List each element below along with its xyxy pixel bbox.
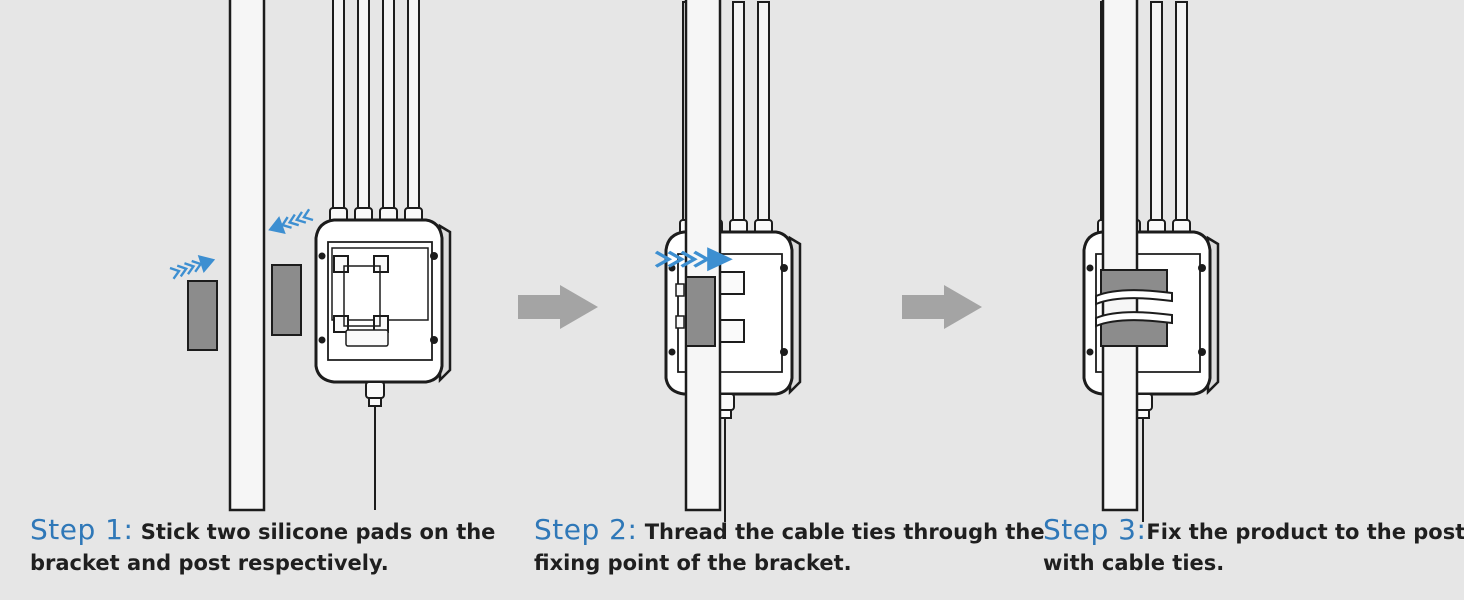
step-2-caption: Step 2: Thread the cable ties through th… (534, 514, 1045, 579)
motion-arrow-icon (167, 249, 220, 284)
step-1-text-line1: Stick two silicone pads on the (133, 520, 496, 544)
silicone-pad-bracket (271, 264, 302, 336)
motion-arrow-icon (263, 204, 316, 241)
router-device (314, 0, 452, 512)
silicone-pad (1100, 319, 1168, 347)
step-2-text-line2: fixing point of the bracket. (534, 551, 852, 575)
post (228, 0, 266, 512)
process-arrow-icon (902, 285, 982, 329)
process-arrow-icon (518, 285, 598, 329)
cable-tie (1095, 289, 1173, 306)
step-3-text-line1: Fix the product to the post (1146, 520, 1464, 544)
step-1-label: Step 1: (30, 513, 134, 546)
step-3-illustration (1082, 0, 1220, 524)
step-1-text-line2: bracket and post respectively. (30, 551, 389, 575)
step-2-label: Step 2: (534, 513, 638, 546)
post (1101, 0, 1139, 512)
cable-tie (1095, 311, 1173, 328)
step-3-label: Step 3: (1043, 513, 1147, 546)
step-3-text-line2: with cable ties. (1043, 551, 1225, 575)
silicone-pad-post (187, 280, 218, 351)
router-device (664, 0, 802, 524)
step-1-illustration (167, 0, 452, 512)
step-2-illustration (656, 0, 802, 524)
step-3-caption: Step 3:Fix the product to the post with … (1043, 514, 1464, 579)
step-2-text-line1: Thread the cable ties through the (637, 520, 1045, 544)
step-1-caption: Step 1: Stick two silicone pads on the b… (30, 514, 495, 579)
silicone-pad (685, 276, 716, 347)
